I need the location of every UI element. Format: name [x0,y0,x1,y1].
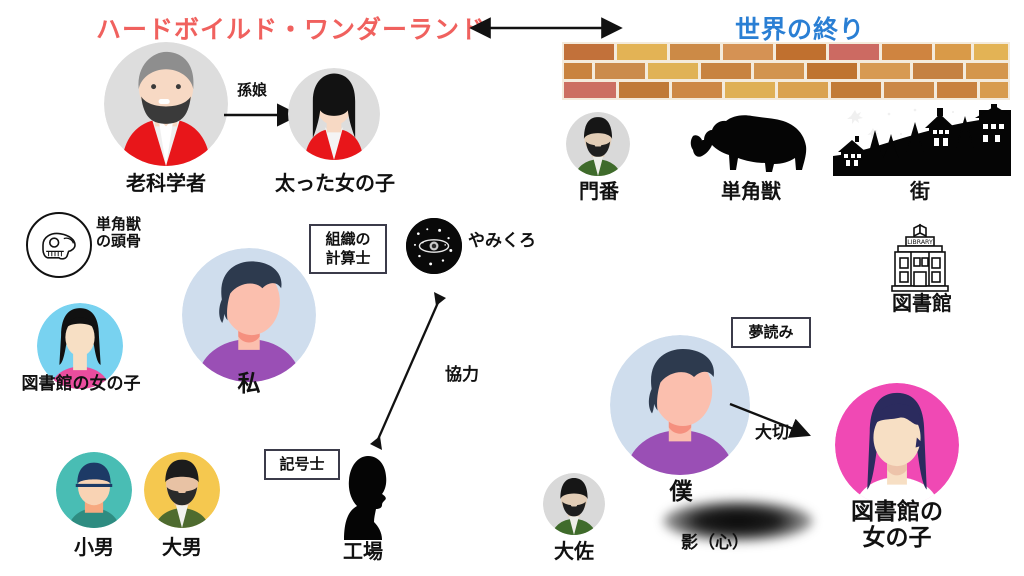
caption-yamikuro: やみくろ [468,231,536,251]
caption-gatekeeper: 門番 [579,179,619,203]
rhino-silhouette-icon [690,110,810,176]
library-sign-text: LIBRARY [907,239,933,246]
caption-shadow: 影（心） [681,533,749,553]
caption-fat-girl: 太った女の子 [275,171,395,195]
caption-small-man: 小男 [74,535,114,559]
avatar-small-man [56,452,132,528]
dark-sphere-icon [406,218,462,274]
caption-colonel: 大佐 [554,539,594,563]
avatar-big-man [144,452,220,528]
caption-library-girl-right: 図書館の 女の子 [851,499,943,551]
avatar-fat-girl [288,68,380,160]
caption-unicorn-skull: 単角獣 の頭骨 [96,215,142,250]
worlds-link-arrow [469,17,623,39]
page-title-right: 世界の終り [735,15,866,44]
caption-old-scientist: 老科学者 [126,171,206,195]
caption-unicorn-beast: 単角獣 [721,179,781,203]
avatar-old-scientist [104,42,228,166]
caption-factory: 工場 [343,539,383,563]
caption-watashi: 私 [237,371,261,397]
caption-library-girl-left: 図書館の女の子 [21,374,141,394]
unicorn-skull-icon [26,212,92,278]
avatar-library-girl-left [37,303,123,389]
badge-dreamreader: 夢読み [731,317,811,348]
avatar-boku [610,335,750,475]
avatar-colonel [543,473,605,535]
shadow-blob-icon [663,500,813,542]
library-building-icon: LIBRARY [884,222,956,296]
label-grandchild: 孫娘 [236,81,267,99]
label-cooperation: 協力 [445,365,479,385]
caption-big-man: 大男 [162,535,202,559]
caption-boku: 僕 [669,479,693,505]
head-silhouette-icon [330,452,396,540]
brick-wall [562,42,1010,100]
precious-arrow [729,402,811,438]
avatar-gatekeeper [566,112,630,176]
badge-calculator: 組織の 計算士 [309,224,387,274]
cooperation-arrow [370,292,446,450]
badge-semiotician: 記号士 [264,449,340,480]
grandchild-arrow [224,103,301,127]
avatar-watashi [182,248,316,382]
town-silhouette-icon [833,104,1015,176]
page-title-left: ハードボイルド・ワンダーランド [96,15,487,44]
caption-library: 図書館 [892,291,952,315]
label-precious: 大切 [755,423,789,443]
avatar-library-girl-right [835,383,959,507]
caption-town: 街 [910,179,930,203]
